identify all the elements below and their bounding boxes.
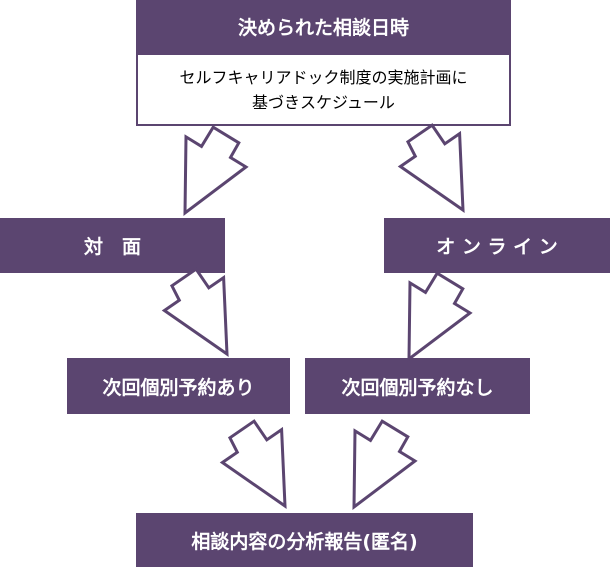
in-person-label: 対 面 <box>83 236 141 258</box>
next-booking-yes-label: 次回個別予約あり <box>102 376 255 399</box>
online-box: オ ン ラ イ ン <box>384 218 610 273</box>
analysis-report-label: 相談内容の分析報告(匿名) <box>191 530 418 553</box>
arrow-to-booking-no-icon <box>407 271 473 363</box>
schedule-plan-box: セルフキャリアドック制度の実施計画に 基づきスケジュール <box>136 53 511 126</box>
analysis-report-box: 相談内容の分析報告(匿名) <box>136 513 473 567</box>
next-booking-yes-box: 次回個別予約あり <box>67 358 290 414</box>
next-booking-no-box: 次回個別予約なし <box>305 358 530 414</box>
schedule-plan-label: セルフキャリアドック制度の実施計画に 基づきスケジュール <box>179 67 468 112</box>
next-booking-no-label: 次回個別予約なし <box>341 376 494 399</box>
arrow-booking-yes-to-report-icon <box>219 419 287 509</box>
scheduled-datetime-box: 決められた相談日時 <box>136 0 511 53</box>
arrow-to-online-icon <box>397 123 465 213</box>
arrow-to-booking-yes-icon <box>161 267 229 357</box>
scheduled-datetime-label: 決められた相談日時 <box>237 17 409 39</box>
arrow-to-in-person-icon <box>183 125 249 217</box>
online-label: オ ン ラ イ ン <box>436 236 558 258</box>
in-person-box: 対 面 <box>0 218 225 273</box>
arrow-booking-no-to-report-icon <box>352 419 418 511</box>
